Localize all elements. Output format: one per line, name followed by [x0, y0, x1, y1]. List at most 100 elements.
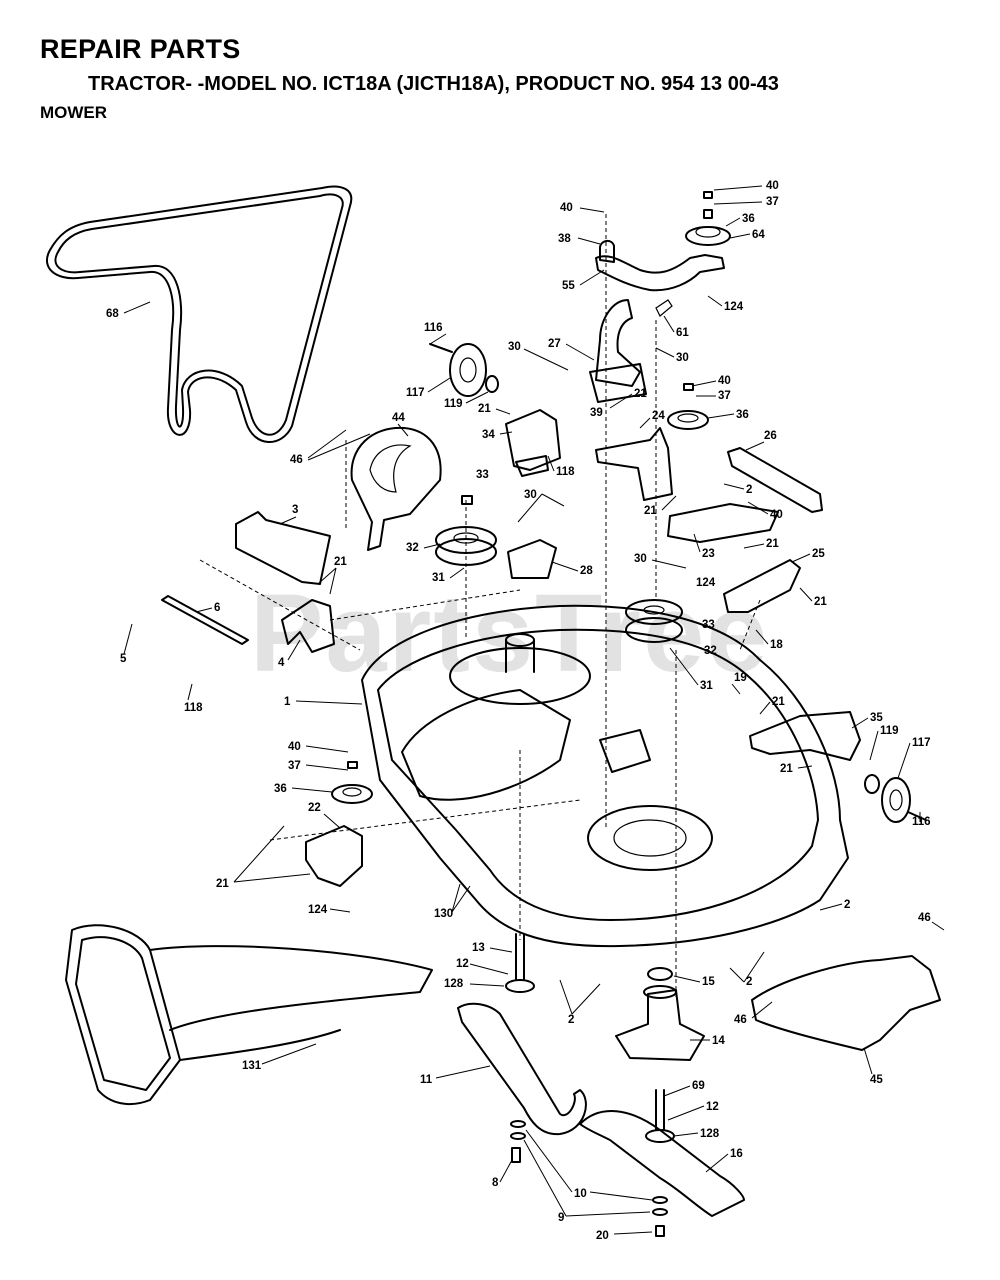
callout-117: 117	[912, 737, 931, 749]
callout-40: 40	[718, 375, 731, 387]
idler-pulley-right[interactable]	[667, 383, 709, 430]
callout-124: 124	[724, 301, 744, 313]
callout-45: 45	[870, 1074, 883, 1086]
callout-3: 3	[292, 504, 298, 516]
callout-30: 30	[508, 341, 521, 353]
callout-1: 1	[284, 696, 291, 708]
plate-23[interactable]	[667, 503, 779, 543]
callout-31: 31	[432, 572, 445, 584]
callout-11: 11	[420, 1074, 433, 1086]
callout-40: 40	[560, 202, 573, 214]
page-title: REPAIR PARTS	[40, 34, 241, 64]
callout-2: 2	[844, 899, 850, 911]
callout-124: 124	[696, 577, 716, 589]
alignment-lines	[199, 214, 761, 1000]
callout-36: 36	[274, 783, 287, 795]
idler-bracket-arm[interactable]	[589, 299, 673, 403]
drive-belt[interactable]	[46, 185, 353, 443]
callout-38: 38	[558, 233, 571, 245]
callout-37: 37	[766, 196, 779, 208]
callout-119: 119	[880, 725, 899, 737]
callout-16: 16	[730, 1148, 743, 1160]
callout-26: 26	[764, 430, 777, 442]
callout-35: 35	[870, 712, 883, 724]
callout-9: 9	[558, 1212, 564, 1224]
bracket-28[interactable]	[507, 539, 557, 579]
bracket-22[interactable]	[305, 825, 363, 887]
spindle-housing-14[interactable]	[615, 967, 705, 1061]
spindle-shaft-left[interactable]	[505, 933, 535, 993]
bracket-24[interactable]	[595, 427, 673, 501]
callout-21: 21	[478, 403, 491, 415]
callout-32: 32	[406, 542, 419, 554]
callout-46: 46	[290, 454, 303, 466]
model-subtitle: TRACTOR- -MODEL NO. ICT18A (JICTH18A), P…	[88, 73, 779, 95]
idler-assembly-right[interactable]	[749, 711, 927, 823]
callout-5: 5	[120, 653, 127, 665]
callout-55: 55	[562, 280, 575, 292]
bracket-rod-26[interactable]	[727, 447, 823, 513]
blade-left-11[interactable]	[457, 1002, 587, 1136]
callout-131: 131	[242, 1060, 262, 1072]
leader-lines	[123, 185, 945, 1235]
pulley-bracket-34[interactable]	[505, 409, 561, 477]
callout-15: 15	[702, 976, 715, 988]
callout-36: 36	[742, 213, 755, 225]
callout-33: 33	[476, 469, 489, 481]
idler-arm-bracket[interactable]	[595, 191, 731, 292]
callout-4: 4	[278, 657, 285, 669]
callout-2: 2	[568, 1014, 574, 1026]
callout-28: 28	[580, 565, 593, 577]
callout-40: 40	[770, 509, 783, 521]
callout-12: 12	[706, 1101, 719, 1113]
callout-37: 37	[718, 390, 731, 402]
callout-19: 118	[184, 702, 203, 714]
bracket-3[interactable]	[235, 511, 331, 585]
callout-130: 130	[434, 908, 453, 920]
callout-2: 2	[746, 484, 752, 496]
callout-31: 31	[700, 680, 713, 692]
callout-69: 69	[692, 1080, 705, 1092]
bracket-25[interactable]	[723, 559, 801, 613]
callout-40: 40	[766, 180, 779, 192]
mower-deck-housing[interactable]	[361, 604, 849, 948]
callout-119: 119	[444, 398, 463, 410]
callout-117: 117	[406, 387, 425, 399]
callout-21: 21	[334, 556, 347, 568]
callout-21: 21	[772, 696, 785, 708]
callout-25: 25	[812, 548, 825, 560]
callout-21: 21	[814, 596, 827, 608]
callout-40: 40	[288, 741, 301, 753]
section-label: MOWER	[40, 103, 108, 122]
baffle-45[interactable]	[751, 955, 941, 1051]
bracket-4[interactable]	[281, 599, 335, 653]
callout-13: 13	[472, 942, 485, 954]
idler-pulley-left[interactable]	[331, 761, 373, 804]
callout-8: 8	[492, 1177, 499, 1189]
callout-23: 23	[702, 548, 715, 560]
callout-24: 24	[652, 410, 665, 422]
callout-2: 2	[746, 976, 752, 988]
discharge-chute-131[interactable]	[65, 924, 433, 1106]
callout-37: 37	[288, 760, 301, 772]
hardware	[510, 1120, 668, 1237]
callout-33: 33	[702, 619, 715, 631]
blade-right-16[interactable]	[579, 1110, 745, 1217]
callouts: 40 37 36 64 40 38 55 124 68 61 116 30 27…	[106, 180, 931, 1242]
callout-30: 30	[676, 352, 689, 364]
belt-guard-44[interactable]	[350, 426, 442, 551]
callout-22: 22	[308, 802, 321, 814]
callout-21: 21	[766, 538, 779, 550]
callout-20: 20	[596, 1230, 609, 1242]
link-rod-6[interactable]	[161, 595, 249, 645]
callout-44: 44	[392, 412, 405, 424]
spindle-shaft-right[interactable]	[645, 1089, 675, 1143]
callout-46: 46	[918, 912, 931, 924]
callout-12: 12	[456, 958, 469, 970]
callout-10: 10	[574, 1188, 587, 1200]
callout-30: 30	[524, 489, 537, 501]
callout-32: 32	[704, 645, 717, 657]
callout-118: 19	[734, 672, 747, 684]
idler-pulley-upper[interactable]	[429, 343, 499, 397]
